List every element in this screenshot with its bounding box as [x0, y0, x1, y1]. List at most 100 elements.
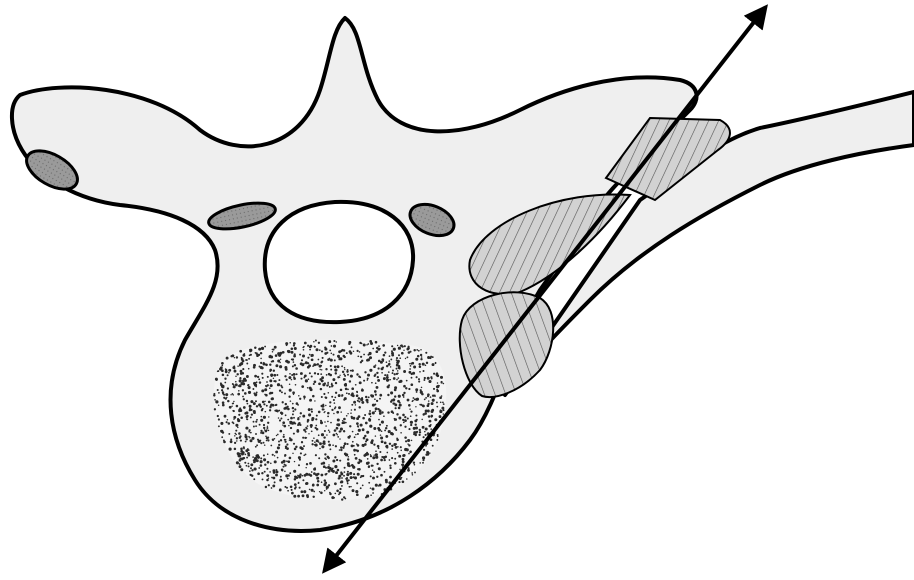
stipple-dot [320, 388, 322, 390]
stipple-dot [316, 477, 319, 480]
stipple-dot [284, 375, 286, 377]
stipple-dot [409, 363, 410, 364]
stipple-dot [278, 441, 280, 443]
stipple-dot [294, 347, 297, 350]
stipple-dot [233, 416, 236, 419]
stipple-dot [258, 348, 261, 351]
stipple-dot [274, 481, 276, 483]
stipple-dot [254, 393, 257, 396]
stipple-dot [339, 430, 341, 432]
stipple-dot [420, 404, 422, 406]
stipple-dot [360, 487, 362, 489]
stipple-dot [316, 348, 319, 351]
stipple-dot [310, 424, 313, 427]
stipple-dot [372, 456, 375, 459]
stipple-dot [386, 374, 388, 376]
stipple-dot [259, 381, 261, 383]
stipple-dot [375, 410, 377, 412]
stipple-dot [415, 431, 418, 434]
stipple-dot [365, 441, 367, 443]
stipple-dot [334, 407, 336, 409]
stipple-dot [293, 421, 296, 424]
stipple-dot [246, 375, 249, 378]
stipple-dot [391, 448, 393, 450]
stipple-dot [336, 411, 339, 414]
stipple-dot [268, 355, 271, 358]
stipple-dot [425, 352, 427, 354]
stipple-dot [334, 482, 337, 485]
stipple-dot [375, 407, 378, 410]
stipple-dot [394, 419, 396, 421]
stipple-dot [407, 469, 410, 472]
stipple-dot [348, 393, 350, 395]
stipple-dot [267, 453, 269, 455]
stipple-dot [339, 460, 341, 462]
stipple-dot [250, 439, 253, 442]
stipple-dot [354, 436, 356, 438]
stipple-dot [255, 421, 257, 423]
stipple-dot [386, 365, 388, 367]
stipple-dot [413, 427, 416, 430]
stipple-dot [428, 380, 431, 383]
stipple-dot [328, 392, 330, 394]
stipple-dot [288, 376, 291, 379]
stipple-dot [441, 407, 444, 410]
stipple-dot [250, 474, 252, 476]
stipple-dot [239, 379, 242, 382]
stipple-dot [396, 357, 398, 359]
stipple-dot [243, 457, 245, 459]
stipple-dot [339, 357, 342, 360]
stipple-dot [398, 395, 401, 398]
stipple-dot [397, 345, 398, 346]
stipple-dot [379, 424, 381, 426]
stipple-dot [274, 455, 276, 457]
stipple-dot [370, 342, 373, 345]
stipple-dot [305, 361, 308, 364]
stipple-dot [323, 436, 325, 438]
stipple-dot [239, 435, 241, 437]
stipple-dot [328, 373, 329, 374]
stipple-dot [253, 366, 256, 369]
stipple-dot [250, 463, 253, 466]
stipple-dot [296, 476, 299, 479]
stipple-dot [331, 470, 333, 472]
stipple-dot [334, 369, 337, 372]
stipple-dot [253, 426, 255, 428]
stipple-dot [324, 430, 326, 432]
stipple-dot [290, 427, 292, 429]
stipple-dot [388, 371, 390, 373]
stipple-dot [396, 439, 399, 442]
stipple-dot [395, 446, 398, 449]
stipple-dot [372, 477, 375, 480]
stipple-dot [415, 388, 418, 391]
stipple-dot [288, 474, 290, 476]
stipple-dot [292, 407, 294, 409]
stipple-dot [343, 496, 345, 498]
stipple-dot [293, 470, 296, 473]
stipple-dot [256, 392, 258, 394]
stipple-dot [262, 478, 264, 480]
stipple-dot [262, 401, 265, 404]
stipple-dot [244, 392, 247, 395]
stipple-dot [234, 357, 235, 358]
stipple-dot [334, 366, 337, 369]
stipple-dot [348, 456, 350, 458]
stipple-dot [399, 402, 401, 404]
stipple-dot [406, 478, 408, 480]
stipple-dot [315, 444, 317, 446]
stipple-dot [379, 412, 382, 415]
stipple-dot [418, 381, 420, 383]
stipple-dot [278, 379, 280, 381]
stipple-dot [369, 410, 371, 412]
stipple-dot [419, 462, 421, 464]
stipple-dot [350, 375, 353, 378]
stipple-dot [325, 458, 327, 460]
stipple-dot [344, 384, 346, 386]
stipple-dot [310, 388, 313, 391]
stipple-dot [254, 468, 256, 470]
stipple-dot [294, 487, 296, 489]
stipple-dot [266, 427, 268, 429]
stipple-dot [350, 352, 353, 355]
stipple-dot [287, 419, 289, 421]
stipple-dot [340, 446, 342, 448]
